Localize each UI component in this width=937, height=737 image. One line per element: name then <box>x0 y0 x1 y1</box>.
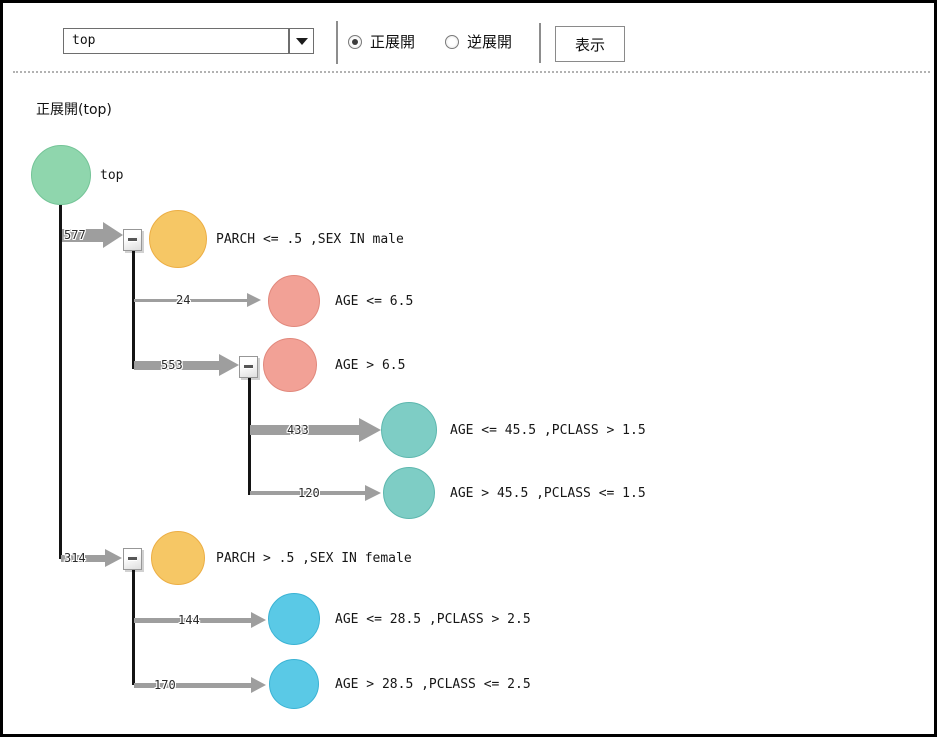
tree-node-root[interactable] <box>31 145 91 205</box>
tree-node[interactable] <box>268 275 320 327</box>
node-label: PARCH <= .5 ,SEX IN male <box>216 232 404 247</box>
tree-node[interactable] <box>149 210 207 268</box>
radio-reverse-expand-label: 逆展開 <box>467 33 513 51</box>
edge-arrow-head <box>359 418 381 442</box>
edge-count: 170 <box>154 678 176 692</box>
radio-unchecked-icon <box>445 34 459 49</box>
edge-arrow-shaft <box>61 555 105 562</box>
edge-arrow-shaft <box>134 299 247 302</box>
edge-arrow-shaft <box>62 229 103 242</box>
edge-arrow-head <box>219 354 239 376</box>
node-label: AGE > 6.5 <box>335 358 406 373</box>
toolbar-separator <box>336 21 338 64</box>
toolbar-separator <box>539 23 541 63</box>
diagram-title: 正展開(top) <box>36 102 112 118</box>
collapse-button[interactable] <box>239 356 258 378</box>
edge-count: 314 <box>64 551 86 565</box>
radio-dot <box>352 38 358 45</box>
toolbar-divider <box>13 71 930 73</box>
edge-arrow-head <box>251 612 266 628</box>
node-label-root: top <box>100 168 124 183</box>
tree-node[interactable] <box>263 338 317 392</box>
edge-count: 120 <box>298 486 320 500</box>
show-button[interactable]: 表示 <box>555 26 625 62</box>
collapse-button[interactable] <box>123 229 142 251</box>
edge-arrow-shaft <box>134 683 251 688</box>
tree-node[interactable] <box>151 531 205 585</box>
tree-trunk-line <box>59 205 62 559</box>
node-label: AGE > 45.5 ,PCLASS <= 1.5 <box>450 486 646 501</box>
node-label: AGE <= 6.5 <box>335 294 414 309</box>
edge-arrow-shaft <box>134 361 219 370</box>
edge-count: 24 <box>176 293 191 307</box>
radio-forward-expand-label: 正展開 <box>370 33 416 51</box>
tree-branch-line <box>132 251 135 369</box>
edge-arrow-head <box>251 677 266 693</box>
combobox-dropdown-button[interactable] <box>289 28 314 54</box>
node-combobox-input[interactable]: top <box>63 28 289 54</box>
tree-branch-line <box>248 378 251 495</box>
edge-arrow-head <box>365 485 381 501</box>
tree-node[interactable] <box>269 659 319 709</box>
edge-arrow-head <box>105 549 122 567</box>
node-label: AGE <= 28.5 ,PCLASS > 2.5 <box>335 612 531 627</box>
node-label: AGE > 28.5 ,PCLASS <= 2.5 <box>335 677 531 692</box>
tree-node[interactable] <box>268 593 320 645</box>
radio-checked-icon <box>348 34 362 49</box>
tree-node[interactable] <box>381 402 437 458</box>
tree-branch-line <box>132 570 135 685</box>
chevron-down-icon <box>295 37 308 45</box>
radio-reverse-expand[interactable]: 逆展開 <box>445 31 512 52</box>
edge-arrow-shaft <box>250 491 365 495</box>
edge-arrow-shaft <box>250 425 359 435</box>
node-label: AGE <= 45.5 ,PCLASS > 1.5 <box>450 423 646 438</box>
edge-arrow-head <box>103 222 123 248</box>
node-label: PARCH > .5 ,SEX IN female <box>216 551 412 566</box>
edge-arrow-head <box>247 293 261 307</box>
tree-node[interactable] <box>383 467 435 519</box>
edge-count: 553 <box>161 358 183 372</box>
edge-count: 144 <box>178 613 200 627</box>
edge-count: 433 <box>287 423 309 437</box>
edge-arrow-shaft <box>134 618 251 623</box>
radio-forward-expand[interactable]: 正展開 <box>348 31 415 52</box>
collapse-button[interactable] <box>123 548 142 570</box>
edge-count: 577 <box>64 228 86 242</box>
